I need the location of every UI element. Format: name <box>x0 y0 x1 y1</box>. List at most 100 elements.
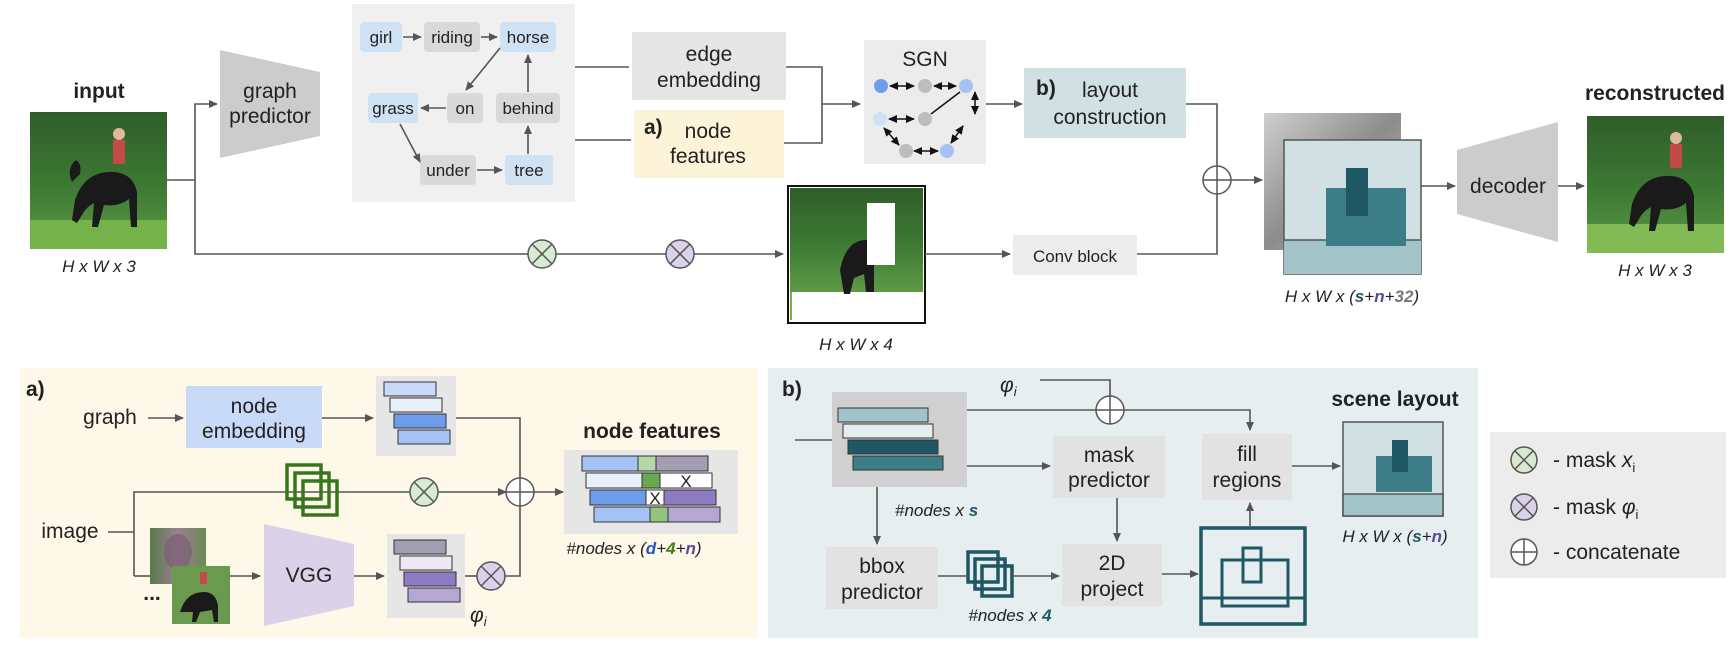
node-features-box <box>634 110 784 178</box>
vgg-feature-stack <box>387 534 465 618</box>
image-crops-ellipsis: ... <box>143 582 161 605</box>
node-embedding-line1: node <box>231 395 278 418</box>
node-embedding-box <box>186 386 322 448</box>
panel-b-concat-operator <box>1095 395 1125 425</box>
node-grass <box>368 93 418 123</box>
node-features-x-mark-2: X <box>649 489 660 508</box>
bbox-predictor-line2: predictor <box>841 581 923 604</box>
mask-predictor-line1: mask <box>1084 444 1135 467</box>
scene-graph: girl riding horse grass on behind under … <box>360 22 560 185</box>
node-on <box>447 93 483 123</box>
mask-phi-operator <box>665 239 695 269</box>
node-under-label: under <box>426 161 470 180</box>
panel-a-phi: φi <box>470 604 488 629</box>
node-features-matrix <box>564 450 738 534</box>
node-features-title: node features <box>583 420 721 443</box>
fill-regions-line1: fill <box>1237 443 1257 466</box>
panel-b-input-stack <box>832 392 967 487</box>
concat-operator <box>1202 165 1232 195</box>
nodes-x-s-label: #nodes x s <box>895 501 978 520</box>
2d-project-line2: project <box>1080 578 1143 601</box>
layout-construction-line1: layout <box>1082 79 1138 102</box>
panel-a-graph-label: graph <box>83 406 137 429</box>
layout-tensor <box>1264 113 1422 275</box>
input-title: input <box>73 80 124 103</box>
mask-x-operator <box>527 239 557 269</box>
reconstructed-title: reconstructed <box>1585 82 1725 105</box>
node-riding-label: riding <box>431 28 473 47</box>
sgn-graph-icon <box>873 79 979 158</box>
graph-predictor <box>220 50 320 158</box>
node-behind-label: behind <box>502 99 553 118</box>
node-on-label: on <box>456 99 475 118</box>
graph-predictor-line1: graph <box>243 80 297 103</box>
layout-construction-tag: b) <box>1036 77 1056 100</box>
bbox-stack <box>966 550 1014 598</box>
input-dims: H x W x 3 <box>62 257 136 276</box>
node-tree <box>505 155 553 185</box>
panel-a-mask-x-operator <box>409 477 439 507</box>
legend-concat-icon <box>1510 538 1538 566</box>
fill-regions-line2: regions <box>1213 469 1282 492</box>
layout-construction-box <box>1024 68 1186 138</box>
node-grass-label: grass <box>372 99 414 118</box>
layout-dims: H x W x (s+n+32) <box>1285 287 1419 306</box>
graph-predictor-line2: predictor <box>229 105 311 128</box>
panel-a-tag: a) <box>26 378 45 401</box>
panel-a-image-label: image <box>41 520 98 543</box>
node-horse-label: horse <box>507 28 550 47</box>
mask-predictor-line2: predictor <box>1068 469 1150 492</box>
conv-block-label: Conv block <box>1033 247 1118 266</box>
output-dims: H x W x 3 <box>1618 261 1692 280</box>
node-tree-label: tree <box>514 161 543 180</box>
conv-block-box <box>1013 235 1137 275</box>
scene-layout-thumbnail <box>1342 421 1444 517</box>
node-riding <box>424 22 480 52</box>
legend-concat-label: - concatenate <box>1553 541 1680 564</box>
layout-construction-line2: construction <box>1053 106 1166 129</box>
input-photo <box>30 112 167 249</box>
masked-image <box>787 185 926 324</box>
bbox-predictor-box <box>826 547 938 609</box>
fill-regions-box <box>1202 434 1292 500</box>
2d-project-line1: 2D <box>1099 552 1126 575</box>
decoder-label: decoder <box>1470 175 1546 198</box>
node-horse <box>500 22 556 52</box>
vgg-label: VGG <box>286 564 333 587</box>
mask-predictor-box <box>1053 436 1165 498</box>
embedding-stack <box>376 376 456 456</box>
legend-mask-x-icon <box>1510 446 1538 474</box>
bbox-predictor-line1: bbox <box>859 555 905 578</box>
node-features-line1: node <box>685 120 732 143</box>
node-features-tag: a) <box>644 116 663 139</box>
node-features-x-mark-1: X <box>680 472 691 491</box>
sgn-label: SGN <box>902 48 948 71</box>
nodes-x-4-label: #nodes x 4 <box>968 606 1052 625</box>
edge-embedding-box <box>632 32 786 100</box>
legend-mask-phi-label: - mask φi <box>1553 496 1639 522</box>
legend-mask-x-label: - mask xi <box>1553 449 1635 475</box>
node-features-line2: features <box>670 145 746 168</box>
node-features-dims: #nodes x (d+4+n) <box>566 539 701 558</box>
edge-embedding-line2: embedding <box>657 69 761 92</box>
node-girl <box>360 22 402 52</box>
projected-boxes <box>1199 526 1307 626</box>
green-mask-filters <box>285 463 339 517</box>
scene-layout-dims: H x W x (s+n) <box>1342 527 1447 546</box>
2d-project-box <box>1062 544 1162 606</box>
node-girl-label: girl <box>370 28 393 47</box>
node-behind <box>496 93 560 123</box>
scene-layout-title: scene layout <box>1331 388 1458 411</box>
image-crops <box>150 528 230 624</box>
masked-image-dims: H x W x 4 <box>819 335 893 354</box>
legend-mask-phi-icon <box>1510 493 1538 521</box>
reconstructed-photo <box>1587 116 1724 253</box>
node-under <box>420 155 476 185</box>
panel-a-concat-operator <box>505 477 535 507</box>
panel-a-mask-phi-operator <box>476 561 506 591</box>
edge-embedding-line1: edge <box>686 43 733 66</box>
panel-b-tag: b) <box>782 378 802 401</box>
node-embedding-line2: embedding <box>202 420 306 443</box>
decoder <box>1457 122 1558 242</box>
